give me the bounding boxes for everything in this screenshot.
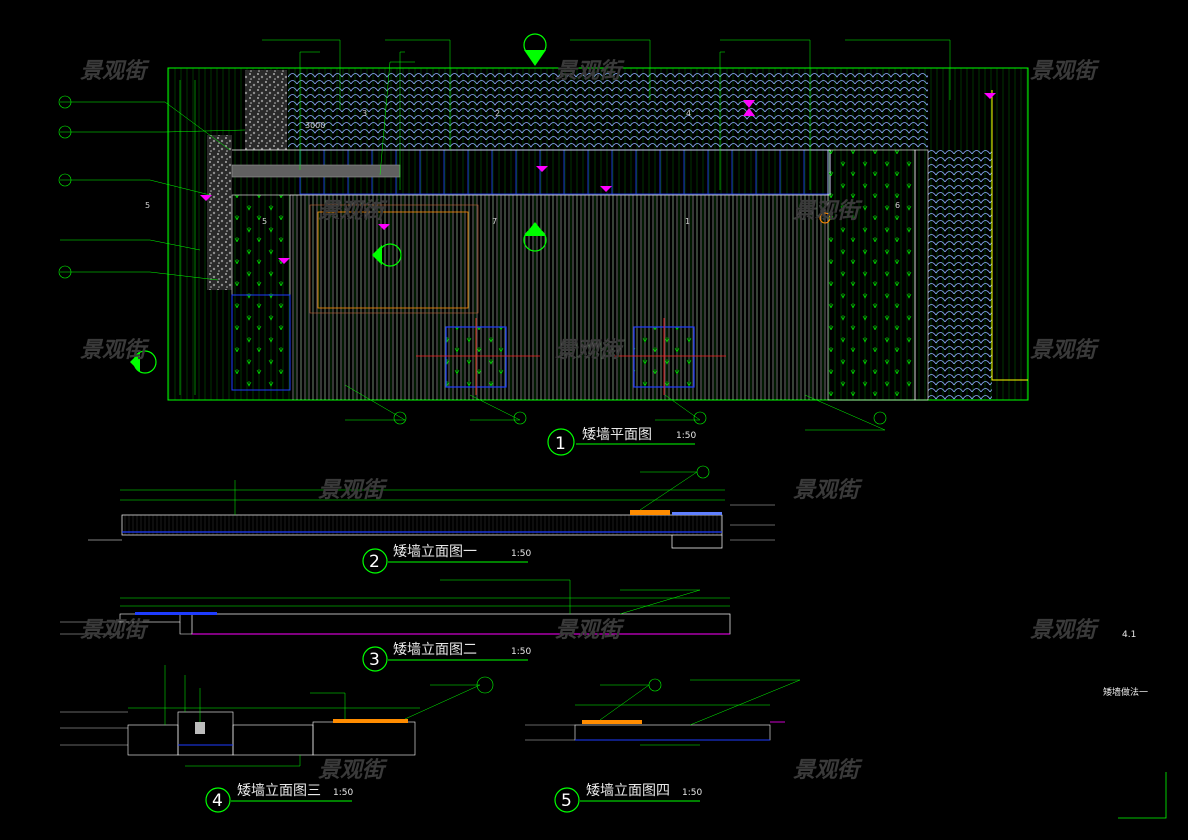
svg-text:景观街: 景观街 [80,338,150,363]
svg-text:景观街: 景观街 [793,199,863,224]
svg-text:1:50: 1:50 [676,431,696,441]
svg-text:景观街: 景观街 [318,758,388,783]
svg-text:矮墙立面图一: 矮墙立面图一 [393,544,477,560]
plan-dim-3: 4 [686,109,691,118]
plan-view: 3000 2 4 3 1 5 6 7 5 [58,33,1029,431]
side-note: 矮墙做法一 [1103,686,1148,698]
plan-dim-7: 6 [895,201,900,210]
plan-dim-6: 5 [145,201,150,210]
svg-text:景观街: 景观街 [318,199,388,224]
svg-text:景观街: 景观街 [555,618,625,643]
plan-dim-5: 1 [685,217,690,226]
svg-text:5: 5 [561,791,572,811]
svg-text:景观街: 景观街 [80,618,150,643]
svg-text:2: 2 [369,552,380,572]
svg-text:景观街: 景观街 [318,478,388,503]
svg-text:景观街: 景观街 [1030,59,1100,84]
corner-mark: 4.1 [1122,630,1136,640]
svg-text:1:50: 1:50 [333,788,353,798]
svg-text:4: 4 [212,791,223,811]
svg-text:景观街: 景观街 [1030,618,1100,643]
svg-text:1:50: 1:50 [511,647,531,657]
svg-text:景观街: 景观街 [793,758,863,783]
svg-text:1: 1 [555,434,566,454]
svg-text:景观街: 景观街 [555,59,625,84]
elevation-four [525,678,801,746]
view-title-4: 4 矮墙立面图三 1:50 [205,783,353,813]
view-title-5: 5 矮墙立面图四 1:50 [554,783,702,813]
svg-text:矮墙立面图四: 矮墙立面图四 [586,783,670,799]
svg-text:1:50: 1:50 [511,549,531,559]
elevation-one [88,465,775,549]
plan-dim-9: 5 [262,217,267,226]
svg-text:景观街: 景观街 [80,59,150,84]
svg-text:景观街: 景观街 [793,478,863,503]
plan-dim-1: 3000 [305,121,325,130]
elevation-two [60,579,731,635]
svg-text:景观街: 景观街 [555,338,625,363]
plan-dim-2: 2 [495,109,500,118]
elevation-three [60,665,494,767]
svg-text:3: 3 [369,650,380,670]
svg-text:矮墙平面图: 矮墙平面图 [582,427,652,443]
svg-text:1:50: 1:50 [682,788,702,798]
plan-dim-4: 3 [362,109,367,118]
view-title-3: 3 矮墙立面图二 1:50 [362,642,531,672]
view-title-1: 1 矮墙平面图 1:50 [547,427,696,456]
plan-dim-8: 7 [492,217,497,226]
frame-corner [1118,772,1167,819]
svg-text:景观街: 景观街 [1030,338,1100,363]
svg-text:矮墙立面图二: 矮墙立面图二 [393,642,477,658]
watermarks: 景观街 景观街 景观街 景观街 景观街 景观街 景观街 景观街 景观街 景观街 … [80,59,1100,783]
svg-text:矮墙立面图三: 矮墙立面图三 [237,783,321,799]
view-title-2: 2 矮墙立面图一 1:50 [362,544,531,574]
